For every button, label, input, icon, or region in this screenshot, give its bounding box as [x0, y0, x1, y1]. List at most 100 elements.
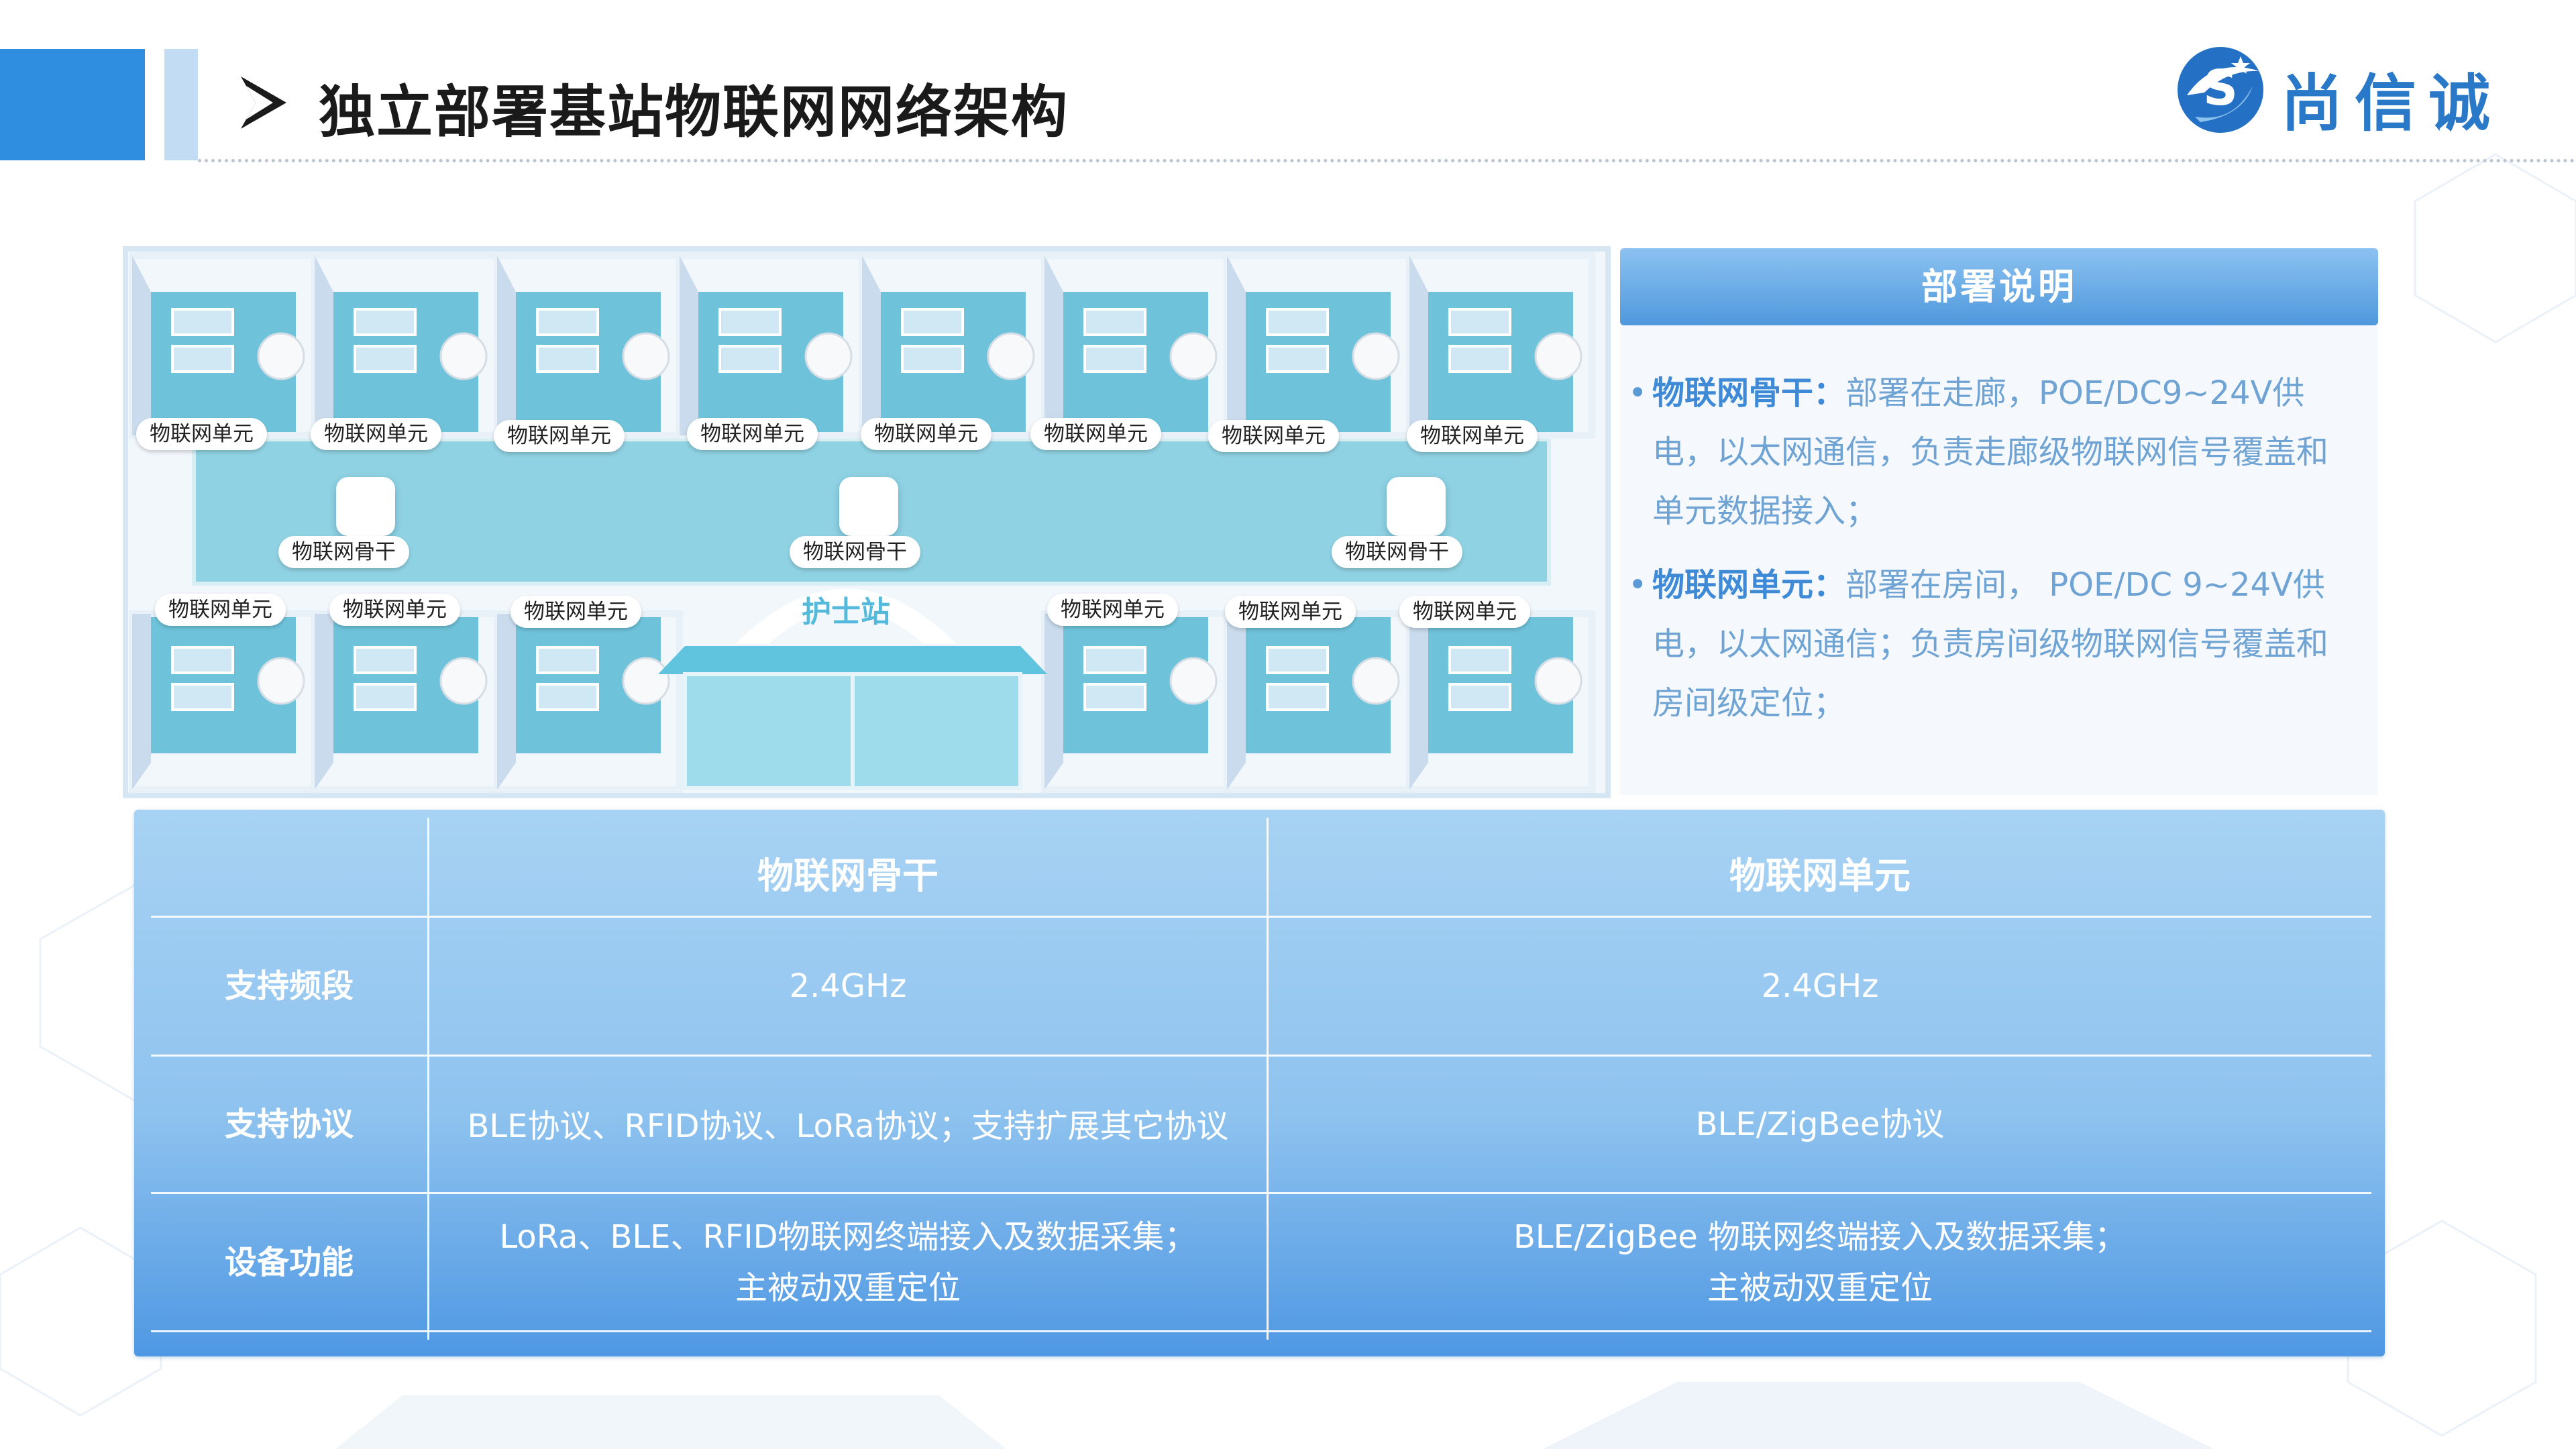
table-divider — [151, 916, 2371, 918]
backbone-tag: 物联网骨干 — [1332, 536, 1462, 568]
unit-device — [622, 657, 670, 705]
unit-tag: 物联网单元 — [1208, 420, 1339, 452]
deployment-panel: 部署说明 • 物联网骨干：部署在走廊，POE/DC9~24V供电，以太网通信，负… — [1620, 248, 2378, 795]
bed — [171, 308, 234, 336]
table-divider — [151, 1055, 2371, 1057]
deployment-item-unit: • 物联网单元：部署在房间， POE/DC 9~24V供电，以太网通信；负责房间… — [1628, 555, 2357, 733]
row-header: 设备功能 — [224, 1243, 354, 1281]
room-side-wall — [132, 256, 151, 435]
room-side-wall — [315, 614, 333, 790]
bed — [354, 308, 417, 336]
bed — [171, 646, 234, 674]
table-divider — [151, 1330, 2371, 1332]
unit-device — [1169, 332, 1218, 380]
logo-text: 尚信诚 — [2281, 67, 2503, 140]
bed — [1266, 345, 1329, 373]
floor-plan-drawing — [129, 252, 1595, 793]
deployment-text: 部署在走廊，POE/DC9~24V供电，以太网通信，负责走廊级物联网信号覆盖和单… — [1652, 374, 2329, 530]
floor-plan: 护士站 物联网单元 物联网单元 物联网单元 物联网单元 物联网单元 物联网单元 … — [123, 246, 1611, 798]
unit-device — [439, 657, 488, 705]
unit-tag: 物联网单元 — [329, 594, 460, 626]
table-cell: BLE/ZigBee 物联网终端接入及数据采集； 主被动双重定位 — [1513, 1218, 2127, 1307]
room-side-wall — [1044, 614, 1063, 790]
unit-device — [1169, 657, 1218, 705]
bed — [536, 683, 599, 711]
bed — [1266, 646, 1329, 674]
room-side-wall — [315, 256, 333, 435]
unit-tag: 物联网单元 — [1225, 596, 1356, 628]
unit-tag: 物联网单元 — [1030, 418, 1161, 450]
logo-emblem-icon: S — [2178, 47, 2263, 133]
bed — [354, 345, 417, 373]
table-cell: BLE/ZigBee协议 — [1695, 1106, 1945, 1143]
bullet-dot-icon: • — [1628, 374, 1648, 412]
room-side-wall — [1044, 256, 1063, 435]
backbone-tag: 物联网骨干 — [790, 536, 920, 568]
bed — [1083, 683, 1146, 711]
room-side-wall — [1409, 256, 1428, 435]
unit-tag: 物联网单元 — [511, 596, 641, 628]
backbone-device — [1387, 477, 1446, 536]
header-accent-bar — [164, 49, 198, 160]
unit-device — [804, 332, 853, 380]
unit-tag: 物联网单元 — [687, 418, 818, 450]
unit-tag: 物联网单元 — [494, 420, 625, 452]
unit-device — [257, 332, 305, 380]
table-cell: BLE协议、RFID协议、LoRa协议；支持扩展其它协议 — [467, 1108, 1229, 1145]
bed — [1448, 683, 1511, 711]
bed — [536, 308, 599, 336]
unit-device — [987, 332, 1035, 380]
unit-tag: 物联网单元 — [861, 418, 991, 450]
bed — [536, 345, 599, 373]
unit-device — [439, 332, 488, 380]
header-accent-block — [0, 49, 145, 160]
room-side-wall — [497, 614, 516, 790]
room-side-wall — [680, 256, 698, 435]
bed — [1448, 646, 1511, 674]
deployment-item-backbone: • 物联网骨干：部署在走廊，POE/DC9~24V供电，以太网通信，负责走廊级物… — [1628, 364, 2357, 541]
unit-device — [1352, 657, 1400, 705]
room-side-wall — [132, 614, 151, 790]
unit-tag: 物联网单元 — [1407, 420, 1538, 452]
backbone-tag: 物联网骨干 — [278, 536, 409, 568]
table-divider — [427, 818, 429, 1340]
deployment-term: 物联网单元： — [1652, 566, 1846, 604]
svg-text:S: S — [2203, 60, 2238, 116]
row-header: 支持频段 — [224, 967, 354, 1005]
bed — [354, 646, 417, 674]
row-header: 支持协议 — [224, 1106, 354, 1143]
unit-device — [257, 657, 305, 705]
table-cell: LoRa、BLE、RFID物联网终端接入及数据采集； 主被动双重定位 — [499, 1218, 1197, 1307]
company-logo: S 尚信诚 — [2174, 43, 2576, 140]
bed — [354, 683, 417, 711]
bed — [536, 646, 599, 674]
bed — [1266, 683, 1329, 711]
unit-tag: 物联网单元 — [1399, 596, 1530, 628]
bed — [718, 345, 782, 373]
table-cell: 2.4GHz — [1761, 967, 1879, 1005]
bed — [1083, 308, 1146, 336]
column-header: 物联网骨干 — [757, 855, 938, 897]
column-header: 物联网单元 — [1729, 855, 1911, 897]
unit-device — [1534, 332, 1582, 380]
bed — [1083, 345, 1146, 373]
bed — [1083, 646, 1146, 674]
backbone-device — [336, 477, 395, 536]
bed — [1266, 308, 1329, 336]
bed — [171, 345, 234, 373]
room-side-wall — [1409, 614, 1428, 790]
unit-device — [622, 332, 670, 380]
header-dotted-divider — [198, 159, 2576, 162]
deployment-term: 物联网骨干： — [1652, 374, 1846, 412]
unit-device — [1534, 657, 1582, 705]
bed — [171, 683, 234, 711]
room-side-wall — [1227, 256, 1246, 435]
table-divider — [1267, 818, 1269, 1340]
bullet-dot-icon: • — [1628, 566, 1648, 604]
comparison-table: 物联网骨干 物联网单元 支持频段 2.4GHz 2.4GHz 支持协议 BLE协… — [134, 810, 2385, 1356]
backbone-device — [839, 477, 898, 536]
unit-tag: 物联网单元 — [1047, 594, 1178, 626]
unit-tag: 物联网单元 — [155, 594, 286, 626]
bed — [718, 308, 782, 336]
